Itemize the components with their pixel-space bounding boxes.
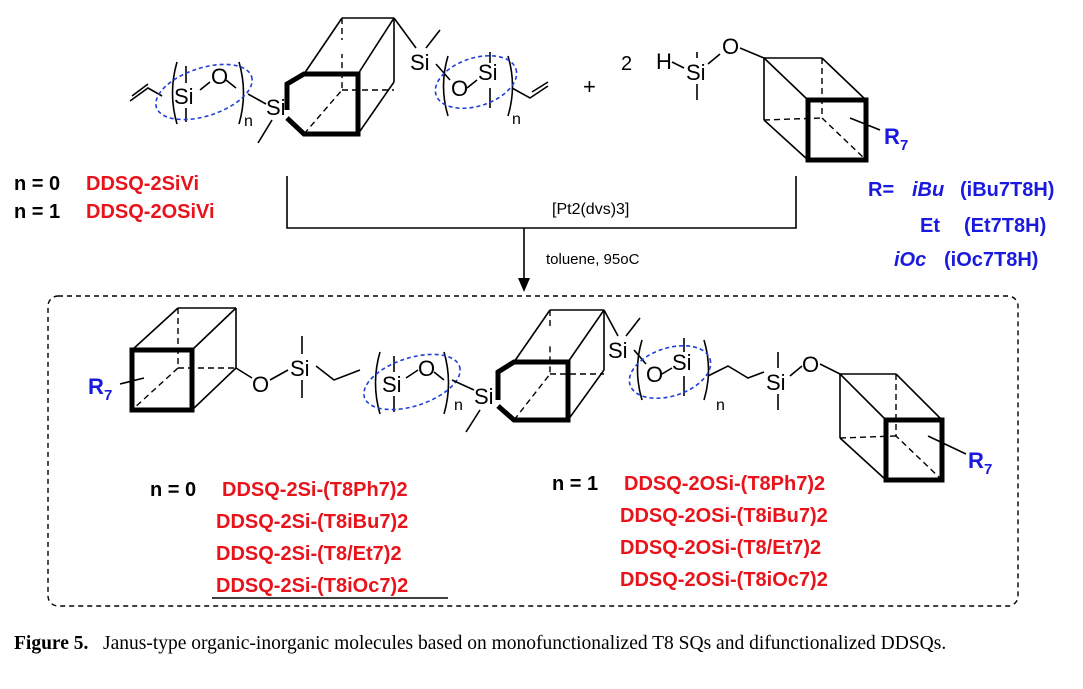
o-atom: O <box>211 64 228 89</box>
n-label: n = 1 <box>552 473 598 495</box>
o-atom: O <box>646 362 663 387</box>
product-name: DDSQ-2Si-(T8iBu7)2 <box>216 511 408 533</box>
si-atom: Si <box>686 60 706 85</box>
si-atom: Si <box>766 370 786 395</box>
r-group-name: iBu <box>912 179 944 201</box>
r-subscript: 7 <box>984 461 992 478</box>
reaction-scheme: Si O n Si Si O Si n <box>14 17 1054 607</box>
r-group: R <box>884 124 900 149</box>
plus-sign: + <box>583 74 596 99</box>
repeat-n: n <box>244 113 253 130</box>
si-atom: Si <box>608 338 628 363</box>
n-label: n = 0 <box>150 479 196 501</box>
o-atom: O <box>451 76 468 101</box>
r-formula: (iOc7T8H) <box>944 249 1038 271</box>
compound-name: DDSQ-2OSiVi <box>86 201 215 223</box>
r-group-legend: R= iBu (iBu7T8H) Et (Et7T8H) iOc (iOc7T8… <box>868 179 1054 271</box>
product-name: DDSQ-2OSi-(T8iBu7)2 <box>620 505 828 527</box>
compound-name: DDSQ-2SiVi <box>86 173 199 195</box>
figure-label: Figure 5. <box>14 633 89 654</box>
o-atom: O <box>252 372 269 397</box>
ddsq-reactant: Si O n Si Si O Si n <box>129 17 549 144</box>
h-atom: H <box>656 49 672 74</box>
si-atom: Si <box>672 350 692 375</box>
r-prefix: R= <box>868 179 894 201</box>
t8-silane-reactant: H Si O R 7 <box>656 34 908 163</box>
catalyst: [Pt2(dvs)3] <box>552 201 629 218</box>
product-name: DDSQ-2Si-(T8/Et7)2 <box>216 543 402 565</box>
si-atom: Si <box>382 372 402 397</box>
r-group: R <box>88 374 104 399</box>
o-atom: O <box>418 356 435 381</box>
repeat-n: n <box>716 397 725 414</box>
si-atom: Si <box>410 50 430 75</box>
product-list-n0: n = 0 DDSQ-2Si-(T8Ph7)2 DDSQ-2Si-(T8iBu7… <box>150 479 448 599</box>
reactant-labels: n = 0 DDSQ-2SiVi n = 1 DDSQ-2OSiVi <box>14 173 215 223</box>
product-box <box>47 295 1019 607</box>
product-name: DDSQ-2OSi-(T8iOc7)2 <box>620 569 828 591</box>
r-subscript: 7 <box>104 387 112 404</box>
r-formula: (iBu7T8H) <box>960 179 1054 201</box>
si-atom: Si <box>174 84 194 109</box>
si-atom: Si <box>474 384 494 409</box>
r-formula: (Et7T8H) <box>964 215 1046 237</box>
r-subscript: 7 <box>900 137 908 154</box>
conditions-text: toluene, 95oC <box>546 251 640 268</box>
figure-caption-text: Janus-type organic-inorganic molecules b… <box>103 633 947 654</box>
r-group-name: Et <box>920 215 940 237</box>
product-list-n1: n = 1 DDSQ-2OSi-(T8Ph7)2 DDSQ-2OSi-(T8iB… <box>552 473 828 591</box>
coefficient: 2 <box>621 53 632 75</box>
o-atom: O <box>722 34 739 59</box>
repeat-n: n <box>512 111 521 128</box>
o-atom: O <box>802 352 819 377</box>
figure-caption: Figure 5. Janus-type organic-inorganic m… <box>14 632 1069 656</box>
product-structure: R 7 O Si Si O n Si Si <box>88 307 992 483</box>
n-label: n = 1 <box>14 201 60 223</box>
r-group: R <box>968 448 984 473</box>
repeat-n: n <box>454 397 463 414</box>
n-label: n = 0 <box>14 173 60 195</box>
product-name: DDSQ-2OSi-(T8Ph7)2 <box>624 473 825 495</box>
si-atom: Si <box>478 60 498 85</box>
product-name: DDSQ-2Si-(T8Ph7)2 <box>222 479 408 501</box>
product-name: DDSQ-2OSi-(T8/Et7)2 <box>620 537 821 559</box>
si-atom: Si <box>290 356 310 381</box>
si-atom: Si <box>266 95 286 120</box>
r-group-name: iOc <box>894 249 926 271</box>
reaction-arrow: [Pt2(dvs)3] toluene, 95oC <box>286 176 797 292</box>
product-name: DDSQ-2Si-(T8iOc7)2 <box>216 575 408 597</box>
